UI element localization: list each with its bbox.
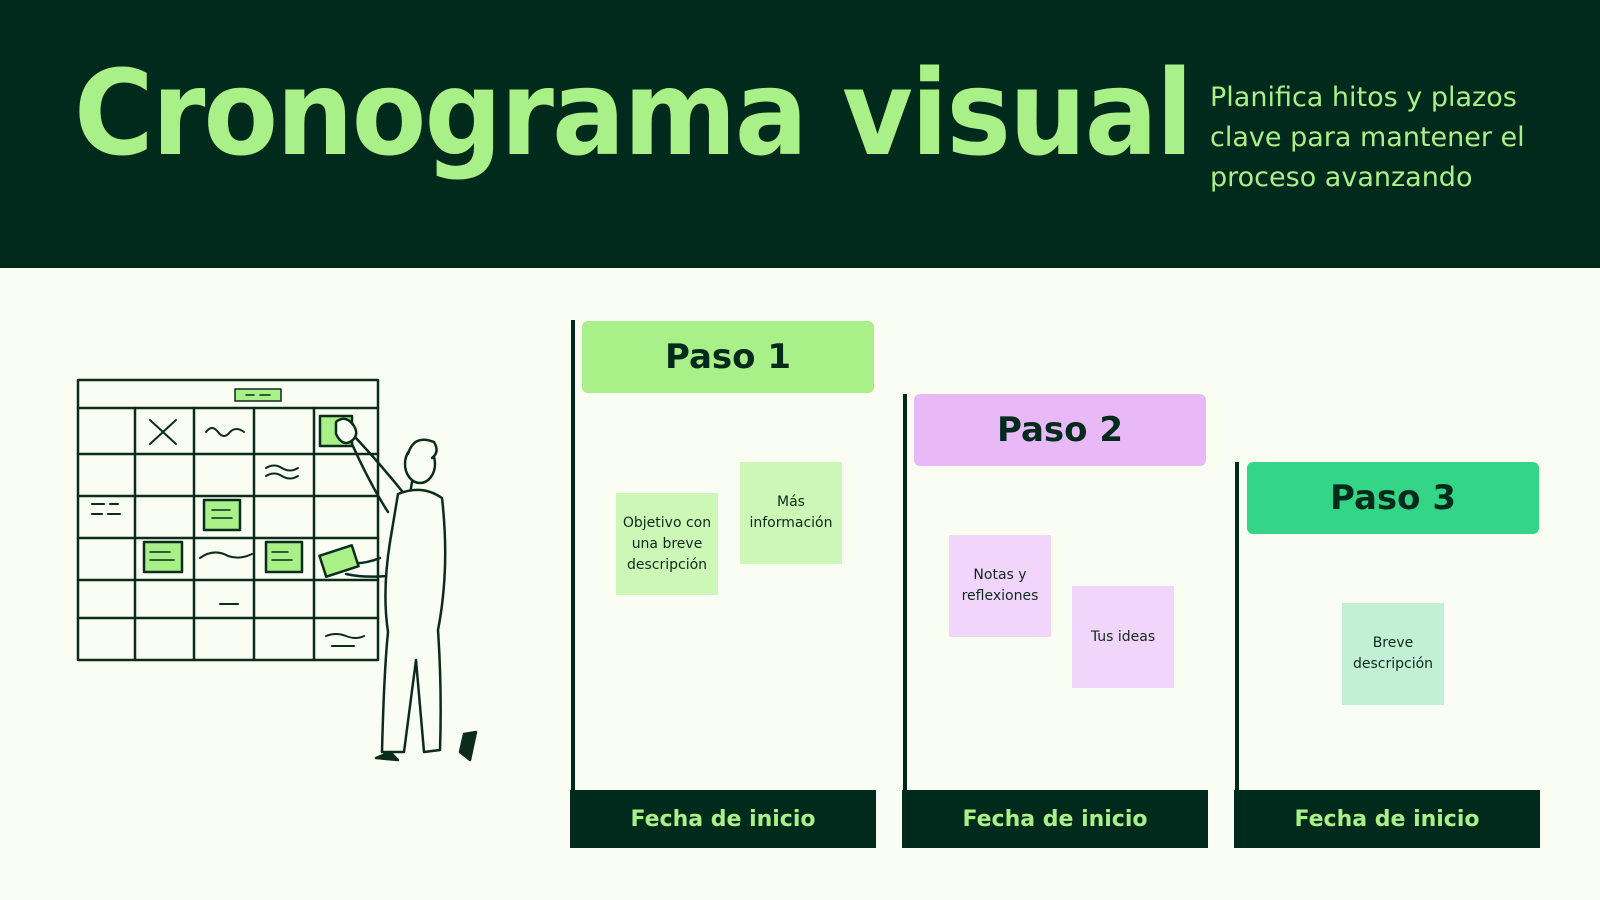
person-at-calendar-board-illustration: [76, 378, 478, 762]
step-3-timeline-line: [1235, 462, 1239, 792]
page-title: Cronograma visual: [74, 44, 1193, 182]
step-3-header: Paso 3: [1247, 462, 1539, 534]
page-subtitle: Planifica hitos y plazos clave para mant…: [1210, 82, 1525, 193]
step-2-header: Paso 2: [914, 394, 1206, 466]
step-3-note-1: Breve descripción: [1342, 603, 1444, 705]
step-1-footer: Fecha de inicio: [570, 790, 876, 848]
step-1-note-2: Más información: [740, 462, 842, 564]
step-2-timeline-line: [903, 394, 907, 792]
step-1-header: Paso 1: [582, 321, 874, 393]
step-2-note-2: Tus ideas: [1072, 586, 1174, 688]
step-2-footer: Fecha de inicio: [902, 790, 1208, 848]
step-1-timeline-line: [571, 320, 575, 792]
step-1-note-1: Objetivo con una breve descripción: [616, 493, 718, 595]
step-2-note-1: Notas y reflexiones: [949, 535, 1051, 637]
step-3-footer: Fecha de inicio: [1234, 790, 1540, 848]
header-banner: Cronograma visual Planifica hitos y plaz…: [0, 0, 1600, 268]
